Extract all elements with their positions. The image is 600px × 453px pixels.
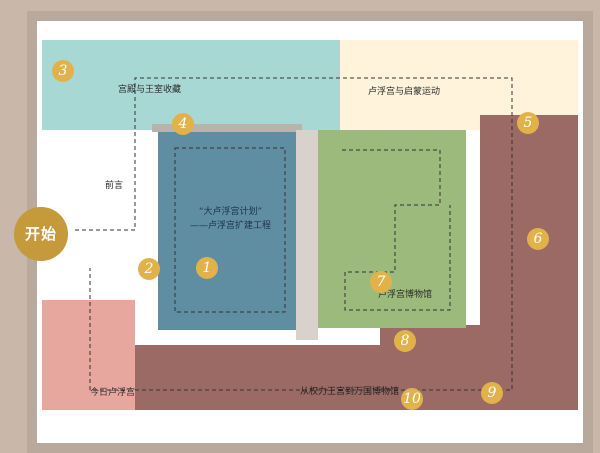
label-today: 今日卢浮宫 — [90, 388, 136, 398]
zone-palace — [42, 40, 352, 130]
start-marker: 开始 — [14, 207, 68, 261]
marker-1: 1 — [196, 257, 218, 279]
label-palace: 宫殿与王室收藏 — [118, 85, 182, 95]
marker-6: 6 — [527, 228, 549, 250]
label-enlightenment: 卢浮宫与启蒙运动 — [368, 87, 441, 97]
marker-8: 8 — [394, 330, 416, 352]
grand-plan-subtitle: ——卢浮宫扩建工程 — [190, 221, 272, 231]
zone-today — [42, 300, 135, 410]
zone-empire — [135, 115, 578, 410]
marker-10: 10 — [401, 388, 423, 410]
zone-grand-plan — [158, 130, 296, 330]
label-empire: 从权力王宫到万国博物馆 — [300, 387, 400, 397]
marker-3: 3 — [52, 60, 74, 82]
marker-2: 2 — [138, 258, 160, 280]
zone-museum — [318, 130, 466, 328]
marker-4: 4 — [172, 113, 194, 135]
label-grand-plan: “大卢浮宫计划” ——卢浮宫扩建工程 — [190, 205, 271, 233]
grand-plan-title: “大卢浮宫计划” — [198, 207, 263, 217]
zone-enlightenment — [340, 40, 578, 130]
label-museum: 卢浮宫博物馆 — [378, 290, 433, 300]
label-preface: 前言 — [105, 181, 124, 191]
marker-5: 5 — [517, 112, 539, 134]
marker-9: 9 — [481, 382, 503, 404]
marker-7: 7 — [370, 271, 392, 293]
